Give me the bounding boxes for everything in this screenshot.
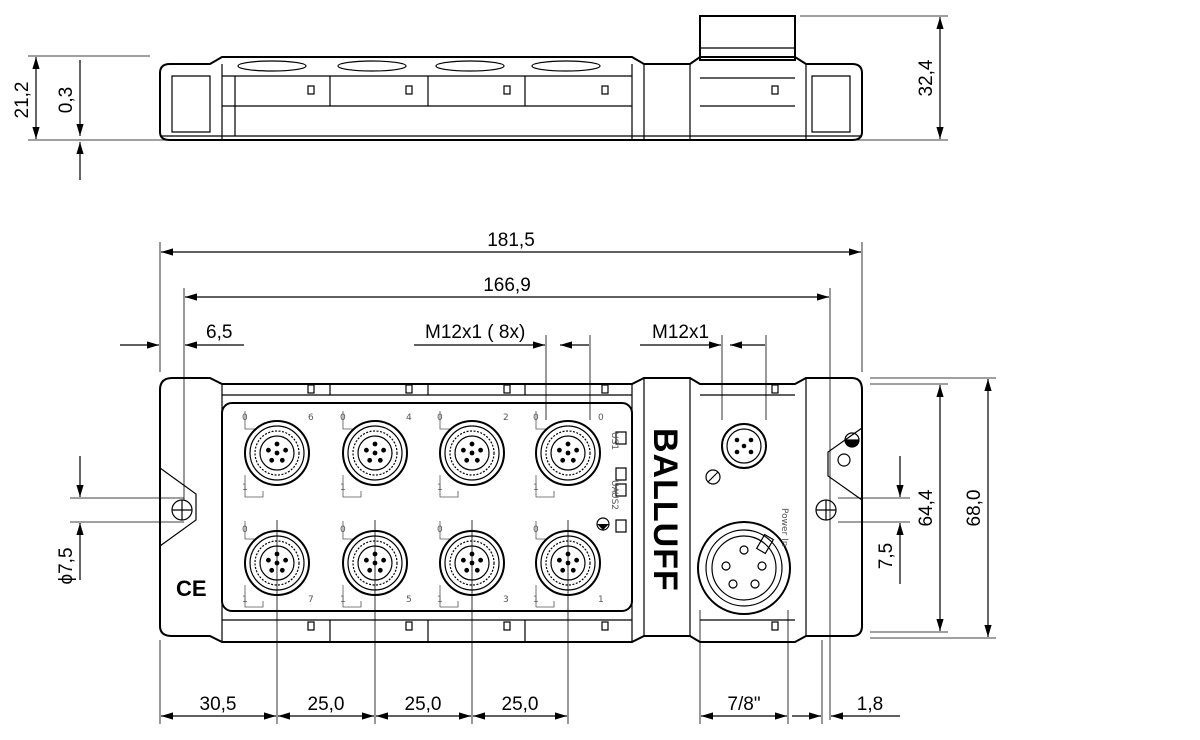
- pin-label-0: 0: [242, 413, 248, 423]
- pin-label-1: 1: [533, 595, 539, 605]
- m12-port-4: [342, 410, 408, 498]
- port-number-0: 0: [598, 413, 604, 423]
- port-number-2: 2: [503, 413, 509, 423]
- dim-overall-length: 181,5: [487, 230, 535, 251]
- pin-label-0: 0: [340, 525, 346, 535]
- m12-port-0: [535, 410, 601, 498]
- pin-label-1: 1: [437, 483, 443, 493]
- m12-port-2: [439, 410, 505, 498]
- pin-label-1: 1: [242, 595, 248, 605]
- brand-logo: BALLUFF: [646, 428, 684, 592]
- led-label-us1: US1: [609, 432, 619, 450]
- m12-port-6: [244, 410, 310, 498]
- dim-side-height: 21,2: [12, 82, 33, 119]
- pin-label-1: 1: [242, 483, 248, 493]
- pin-label-0: 0: [437, 525, 443, 535]
- dim-tab-offset: 1,8: [857, 694, 883, 715]
- port-number-4: 4: [406, 413, 412, 423]
- dim-first-pitch: 30,5: [200, 694, 237, 715]
- dim-pitch-1: 25,0: [308, 694, 345, 715]
- dim-side-total-height: 32,4: [916, 59, 937, 96]
- ground-symbol-icon: [596, 517, 610, 531]
- led-label-us2: US2: [609, 492, 619, 510]
- front-view: [159, 377, 863, 643]
- dim-pitch-3: 25,0: [502, 694, 539, 715]
- ce-mark: CE: [176, 576, 207, 601]
- led-ua: [615, 467, 627, 481]
- side-view: [159, 15, 863, 141]
- dim-power-connector: 7/8": [727, 694, 760, 715]
- dim-hole-spacing: 166,9: [483, 275, 531, 296]
- dim-overall-height: 68,0: [964, 490, 985, 527]
- dim-pitch-2: 25,0: [405, 694, 442, 715]
- port-number-6: 6: [308, 413, 314, 423]
- pin-label-1: 1: [437, 595, 443, 605]
- led-label-ua: UA: [609, 480, 619, 494]
- port-number-7: 7: [308, 595, 314, 605]
- port-number-3: 3: [503, 595, 509, 605]
- mounting-hole-icon: [815, 499, 837, 521]
- dim-edge-to-hole: 6,5: [206, 322, 232, 343]
- pin-label-0: 0: [242, 525, 248, 535]
- dim-hole-offset: 7,5: [876, 543, 897, 569]
- pin-label-1: 1: [340, 595, 346, 605]
- led-us1: [615, 431, 627, 445]
- pin-label-0: 0: [340, 413, 346, 423]
- led-status: [615, 519, 627, 533]
- dim-connector-thread: M12x1 ( 8x): [425, 322, 525, 343]
- dim-height-holes: 64,4: [916, 489, 937, 526]
- port-number-1: 1: [598, 595, 604, 605]
- dim-side-offset: 0,3: [56, 87, 77, 113]
- mounting-hole-icon: [171, 499, 193, 521]
- pin-label-0: 0: [533, 413, 539, 423]
- power-connector-7-8: [697, 521, 791, 615]
- port-number-5: 5: [406, 595, 412, 605]
- ground-symbol-icon: [837, 432, 860, 467]
- led-us2: [615, 483, 627, 497]
- dim-hole-diameter: ϕ7,5: [56, 547, 77, 584]
- dim-power-thread: M12x1: [652, 322, 709, 343]
- pin-label-1: 1: [533, 483, 539, 493]
- pin-label-1: 1: [340, 483, 346, 493]
- pin-label-0: 0: [533, 525, 539, 535]
- pin-label-0: 0: [437, 413, 443, 423]
- power-in-label: Power In: [779, 508, 789, 546]
- m12-bus-connector: [705, 423, 767, 485]
